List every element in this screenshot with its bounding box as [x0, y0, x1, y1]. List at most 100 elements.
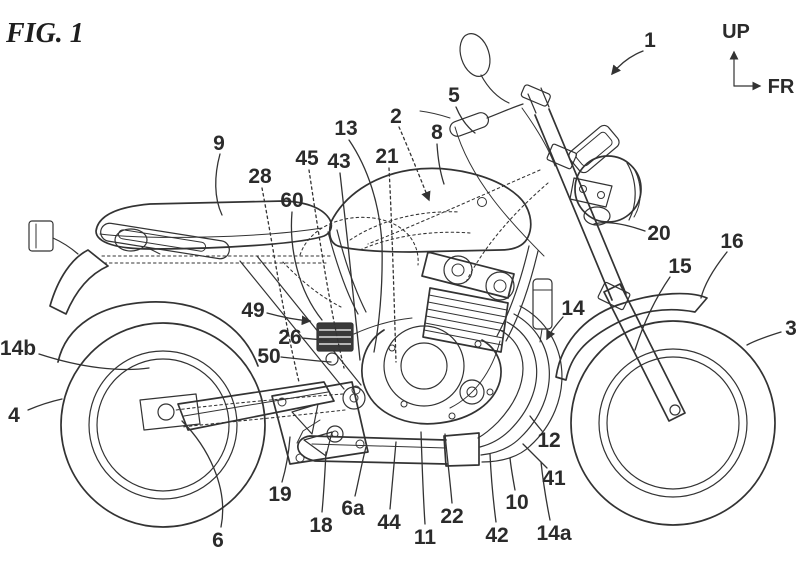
ref-number-6: 6 — [212, 529, 224, 552]
ref-number-14b: 14b — [0, 337, 36, 360]
ref-label-49: 49 — [241, 299, 312, 326]
ref-number-1: 1 — [644, 29, 656, 52]
ref-label-22: 22 — [440, 433, 464, 528]
ref-label-20: 20 — [593, 222, 671, 245]
ref-number-3: 3 — [785, 317, 797, 340]
cables — [454, 107, 556, 257]
ref-number-18: 18 — [309, 514, 333, 537]
ref-label-1: 1 — [611, 29, 656, 76]
seat — [95, 200, 333, 250]
ref-number-2: 2 — [390, 105, 402, 128]
cylinder-head — [421, 251, 515, 299]
leader-line-41 — [522, 443, 548, 469]
leader-line-22 — [444, 433, 453, 504]
ref-label-6: 6 — [181, 420, 224, 552]
leader-line-18 — [321, 451, 327, 513]
cylinder-fins — [422, 287, 509, 353]
ref-label-18: 18 — [309, 451, 333, 537]
ref-label-12: 12 — [529, 415, 561, 452]
leader-line-43 — [339, 172, 361, 361]
instrument-cluster — [568, 124, 620, 174]
ref-number-26: 26 — [278, 326, 301, 349]
leader-line-42 — [489, 453, 497, 523]
ref-label-16: 16 — [700, 230, 744, 299]
leader-line-8 — [436, 143, 445, 185]
ref-number-16: 16 — [720, 230, 743, 253]
ref-number-41: 41 — [542, 467, 566, 490]
leader-line-60 — [290, 211, 323, 321]
front-fork — [520, 84, 686, 422]
ref-number-6a: 6a — [341, 497, 365, 520]
leader-line-15 — [634, 276, 671, 351]
ref-number-4: 4 — [8, 404, 20, 427]
leader-line-21 — [388, 167, 397, 363]
rear-fender-arc — [57, 301, 259, 367]
ref-number-14: 14 — [561, 297, 585, 320]
ref-label-45: 45 — [295, 147, 345, 369]
ref-label-50: 50 — [257, 345, 332, 368]
tail-section — [28, 220, 259, 367]
leader-line-1 — [611, 50, 644, 76]
ref-label-2: 2 — [390, 105, 431, 202]
front-turn-signal — [583, 206, 611, 226]
ref-number-8: 8 — [431, 121, 443, 144]
ref-label-43: 43 — [327, 150, 361, 361]
figure-label: FIG. 1 — [5, 18, 84, 49]
ref-label-14b: 14b — [0, 337, 150, 371]
leader-line-2 — [398, 126, 431, 202]
ref-number-11: 11 — [414, 526, 437, 549]
chain-line — [175, 393, 344, 411]
rear-mudflap — [49, 249, 109, 315]
leader-line-16 — [700, 251, 728, 299]
ref-label-60: 60 — [280, 189, 323, 321]
ref-label-26: 26 — [278, 326, 330, 349]
ref-label-8: 8 — [431, 121, 445, 185]
ref-label-42: 42 — [485, 453, 509, 547]
rear-turn-signal — [114, 228, 148, 252]
collector-box — [443, 432, 480, 467]
hidden-lines — [101, 169, 549, 308]
hidden-airbox — [299, 216, 419, 266]
ref-number-13: 13 — [334, 117, 357, 140]
ref-label-9: 9 — [213, 132, 225, 216]
ref-label-4: 4 — [8, 398, 63, 427]
compass-fr-label: FR — [768, 76, 795, 98]
leader-line-6a — [354, 446, 367, 497]
leader-line-14a — [540, 461, 551, 521]
ref-label-14: 14 — [546, 297, 585, 341]
ref-number-9: 9 — [213, 132, 225, 155]
leader-line-4 — [27, 398, 63, 411]
ref-number-21: 21 — [375, 145, 399, 168]
fuel-tank — [328, 167, 532, 253]
leader-line-10 — [509, 457, 516, 491]
ref-number-14a: 14a — [536, 522, 571, 545]
ref-label-6a: 6a — [341, 446, 367, 520]
leader-line-26 — [301, 337, 330, 341]
ref-number-22: 22 — [440, 505, 463, 528]
ref-number-43: 43 — [327, 150, 350, 173]
ref-label-13: 13 — [334, 117, 383, 353]
headlight — [569, 155, 642, 226]
leader-line-14 — [546, 316, 564, 341]
leader-line-3 — [746, 331, 782, 346]
leader-line-13 — [348, 139, 383, 353]
compass-up-label: UP — [722, 21, 750, 43]
taillight — [28, 220, 54, 252]
ref-number-10: 10 — [505, 491, 528, 514]
leader-line-49 — [266, 312, 312, 326]
ref-number-44: 44 — [377, 511, 401, 534]
ref-label-15: 15 — [634, 255, 692, 351]
ref-label-44: 44 — [377, 441, 401, 534]
leader-line-19 — [281, 436, 291, 483]
ref-label-41: 41 — [522, 443, 566, 490]
front-fender — [555, 292, 708, 381]
grab-rail — [100, 222, 230, 260]
leader-line-14b — [38, 353, 150, 371]
ref-number-50: 50 — [257, 345, 280, 368]
ref-label-21: 21 — [375, 145, 399, 363]
front-wheel — [570, 320, 776, 526]
leader-line-5 — [455, 106, 476, 134]
engine — [316, 251, 553, 425]
